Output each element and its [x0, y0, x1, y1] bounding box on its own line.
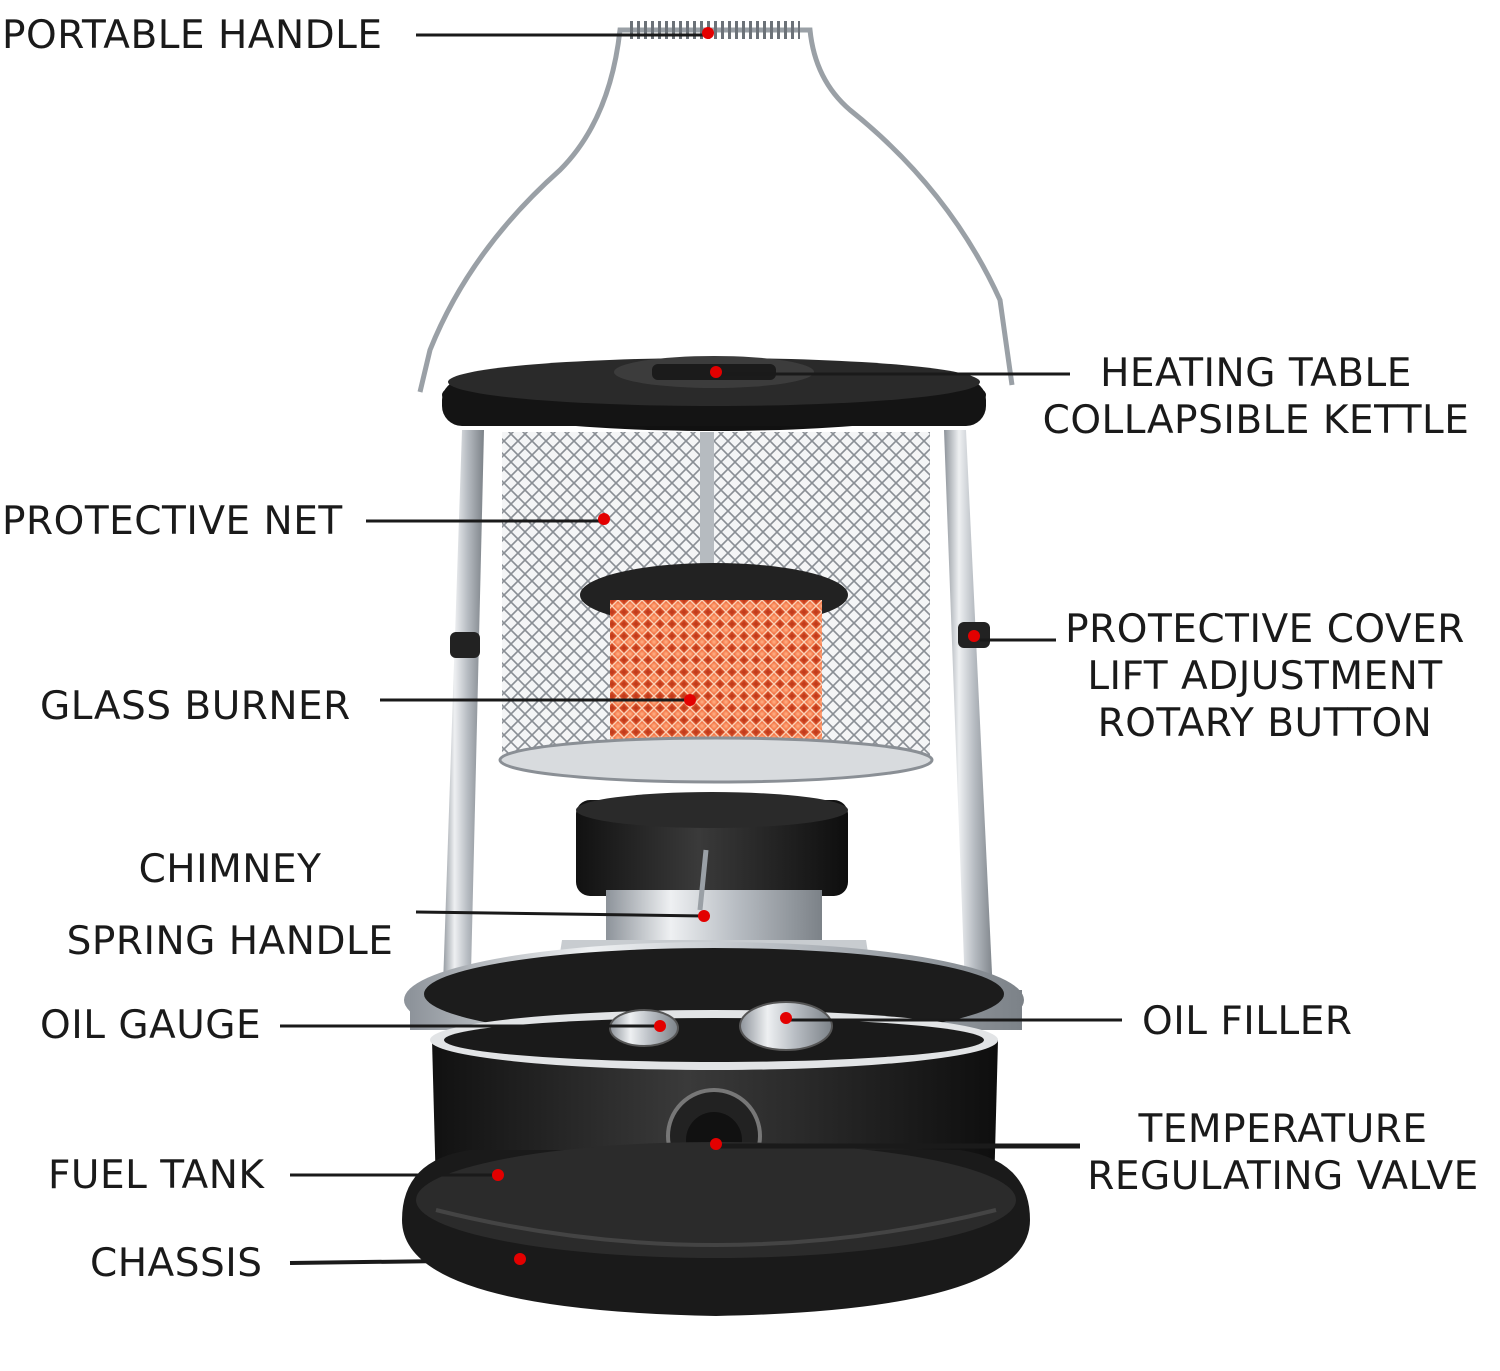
- label-protective-net: PROTECTIVE NET: [2, 499, 343, 544]
- marker-fuel-tank: [492, 1169, 504, 1181]
- mesh-cage: [498, 432, 934, 784]
- marker-heating-table: [710, 366, 722, 378]
- label-portable-handle: PORTABLE HANDLE: [2, 13, 383, 58]
- marker-protective-net: [598, 513, 610, 525]
- marker-portable-handle: [702, 27, 714, 39]
- marker-glass-burner: [684, 694, 696, 706]
- label-heating-table: HEATING TABLE COLLAPSIBLE KETTLE: [1042, 351, 1470, 443]
- marker-protective-cover: [968, 630, 980, 642]
- marker-chassis: [514, 1253, 526, 1265]
- support-legs: [442, 430, 994, 1015]
- top-plate: [442, 356, 986, 431]
- label-fuel-tank: FUEL TANK: [48, 1153, 265, 1198]
- leader-spring-handle: [415, 910, 705, 918]
- label-temperature-valve: TEMPERATURE REGULATING VALVE: [1087, 1107, 1479, 1199]
- marker-oil-filler: [780, 1012, 792, 1024]
- label-oil-gauge: OIL GAUGE: [40, 1003, 262, 1048]
- leader-chassis: [289, 1258, 521, 1265]
- label-protective-cover: PROTECTIVE COVER LIFT ADJUSTMENT ROTARY …: [1065, 607, 1465, 746]
- marker-oil-gauge: [654, 1020, 666, 1032]
- leader-lines: [280, 33, 1122, 1265]
- handle-wire: [417, 21, 1015, 393]
- marker-temperature-valve: [710, 1138, 722, 1150]
- label-glass-burner: GLASS BURNER: [40, 684, 351, 729]
- markers: [492, 27, 980, 1265]
- label-oil-filler: OIL FILLER: [1142, 999, 1353, 1044]
- label-chassis: CHASSIS: [90, 1241, 263, 1286]
- marker-spring-handle: [698, 910, 710, 922]
- chassis-tray: [402, 1142, 1030, 1316]
- label-chimney-spring-handle: CHIMNEY SPRING HANDLE: [66, 847, 394, 964]
